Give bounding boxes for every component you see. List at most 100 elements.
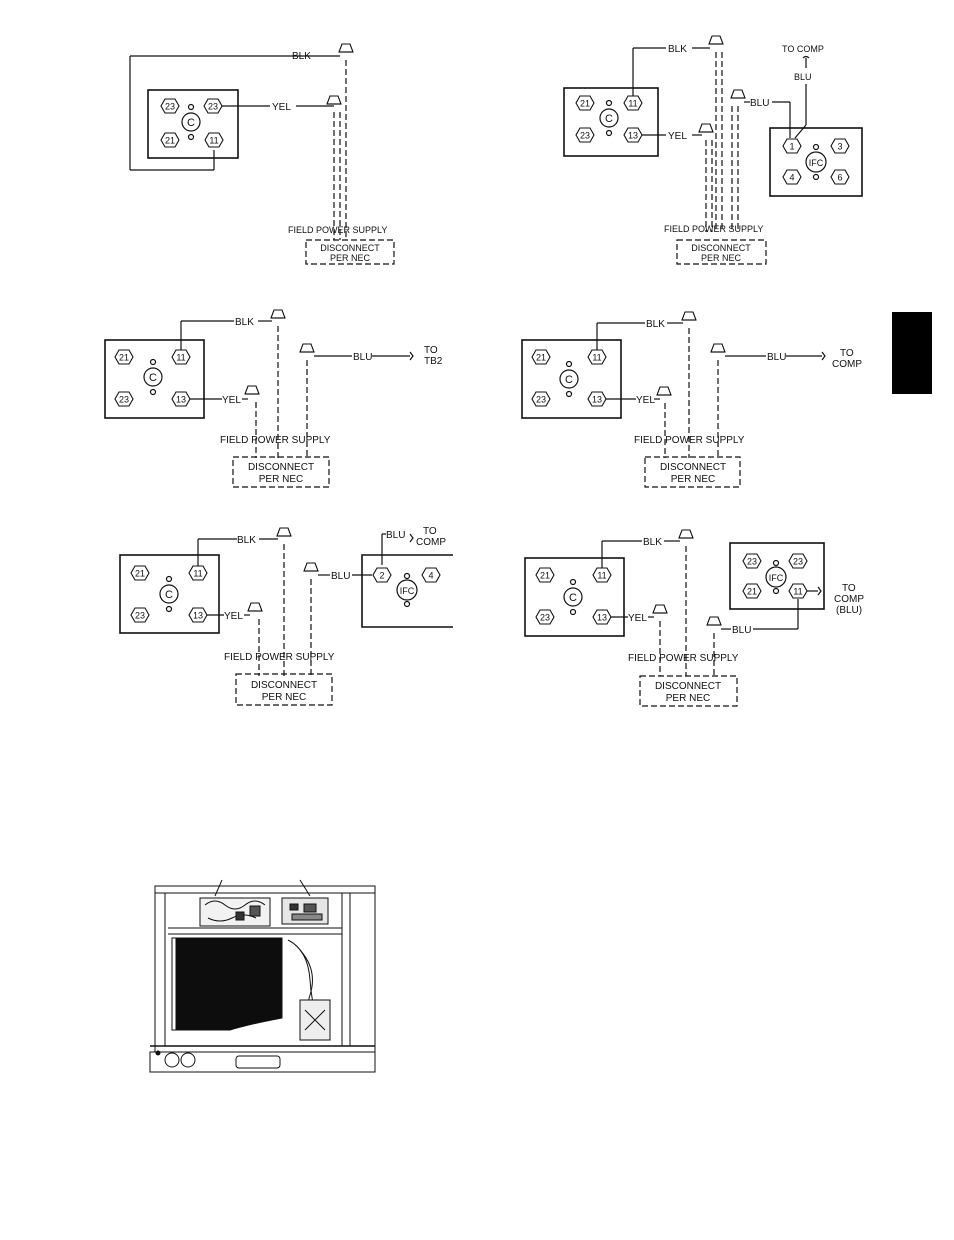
wire-label-blk: BLK [237,535,256,546]
diagram-1: C 23 23 21 11 BLK YEL FIELD POWER SUPPLY… [129,43,395,265]
diagram-2: C 21 11 23 13 BLK YEL BLU BLU TO COMP [563,35,863,265]
diagram-3: C 21 11 23 13 BLK YEL BLU TO TB2 FIELD P… [104,309,443,488]
ifc-center-label: IFC [400,586,415,596]
diagram-5: C 21 11 23 13 BLK YEL BLU BLU TO COMP [119,526,453,706]
contactor-center-label: C [187,117,195,129]
to-label: COMP [834,594,864,605]
disconnect-box [235,673,333,706]
wire-label-blk: BLK [292,51,311,62]
wire-label-blk: BLK [646,319,665,330]
to-label: (BLU) [836,605,862,616]
wire-label-blu: BLU [794,72,812,82]
terminal-label: 11 [209,136,218,146]
to-label: TO [424,345,438,356]
wire-label-yel: YEL [668,131,687,142]
disconnect-label: DISCONNECT [655,681,721,692]
contactor-center-label: C [605,113,613,125]
to-label: TB2 [424,356,443,367]
wire-label-blk: BLK [643,537,662,548]
wire-label-blk: BLK [235,317,254,328]
ifc-terminal-label: 4 [428,571,433,581]
ifc-terminal-label: 1 [789,142,794,152]
contactor-center-label: C [149,372,157,384]
wire-label-blu: BLU [353,352,372,363]
field-power-supply-label: FIELD POWER SUPPLY [288,225,387,235]
disconnect-label: DISCONNECT [691,243,751,253]
disconnect-label: PER NEC [671,474,715,485]
terminal-label: 23 [536,395,546,405]
disconnect-label: PER NEC [262,692,306,703]
terminal-label: 11 [592,353,601,363]
field-power-supply-label: FIELD POWER SUPPLY [634,435,745,446]
wire-label-yel: YEL [224,611,243,622]
terminal-label: 21 [135,569,145,579]
contactor-center-label: C [565,374,573,386]
terminal-label: 21 [540,571,550,581]
wire-label-blu: BLU [732,625,751,636]
field-power-supply-label: FIELD POWER SUPPLY [664,224,763,234]
contactor-box [524,557,625,637]
wire-label-yel: YEL [636,395,655,406]
disconnect-label: DISCONNECT [251,680,317,691]
terminal-label: 13 [592,395,602,405]
to-label: TO [842,583,856,594]
ifc-box [769,127,863,197]
disconnect-label: PER NEC [701,253,742,263]
diagram-4: C 21 11 23 13 BLK YEL BLU TO COMP FIELD … [521,311,862,488]
wire-label-blu: BLU [331,571,350,582]
contactor-center-label: C [165,589,173,601]
wire-label-blu: BLU [767,352,786,363]
contactor-box [563,87,659,157]
to-label: COMP [416,537,446,548]
disconnect-label: PER NEC [330,253,371,263]
access-handle [235,1055,281,1069]
terminal-label: 23 [165,102,175,112]
ifc-terminal-label: 21 [747,587,757,597]
terminal-label: 11 [193,569,202,579]
ifc-terminal-label: 11 [793,587,802,597]
disconnect-label: PER NEC [259,474,303,485]
to-label: TO [840,348,854,359]
terminal-label: 13 [597,613,607,623]
disconnect-box [676,239,767,265]
terminal-label: 21 [536,353,546,363]
to-label: TO [423,526,437,537]
terminal-label: 11 [597,571,606,581]
terminal-label: 11 [628,99,637,109]
contactor-box [147,89,239,159]
contactor-box [104,339,205,419]
to-comp-label: TO COMP [782,44,824,54]
terminal-label: 21 [165,136,175,146]
disconnect-label: DISCONNECT [320,243,380,253]
field-power-supply-label: FIELD POWER SUPPLY [224,652,335,663]
terminal-label: 23 [580,131,590,141]
ifc-terminal-label: 4 [789,173,794,183]
ifc-terminal-label: 23 [747,557,757,567]
terminal-label: 13 [628,131,638,141]
wire-label-yel: YEL [222,395,241,406]
terminal-label: 23 [540,613,550,623]
terminal-label: 11 [176,353,185,363]
disconnect-box [644,456,741,488]
terminal-label: 21 [580,99,590,109]
contactor-coil [181,112,201,132]
ifc-center-label: IFC [809,158,824,168]
unit-illustration [149,879,376,1073]
ifc-box [729,542,825,610]
ifc-center [805,151,827,173]
contactor-box [521,339,622,419]
disconnect-label: DISCONNECT [248,462,314,473]
terminal-label: 23 [119,395,129,405]
terminal-label: 21 [119,353,129,363]
ifc-box [361,554,453,628]
diagram-6: C 21 11 23 13 BLK YEL BLU TO COMP (BLU) [524,529,864,707]
field-power-supply-label: FIELD POWER SUPPLY [628,653,739,664]
disconnect-box [639,675,738,707]
disconnect-box [305,239,395,265]
disconnect-label: DISCONNECT [660,462,726,473]
contactor-center-label: C [569,592,577,604]
ifc-center [396,579,418,601]
disconnect-label: PER NEC [666,693,710,704]
